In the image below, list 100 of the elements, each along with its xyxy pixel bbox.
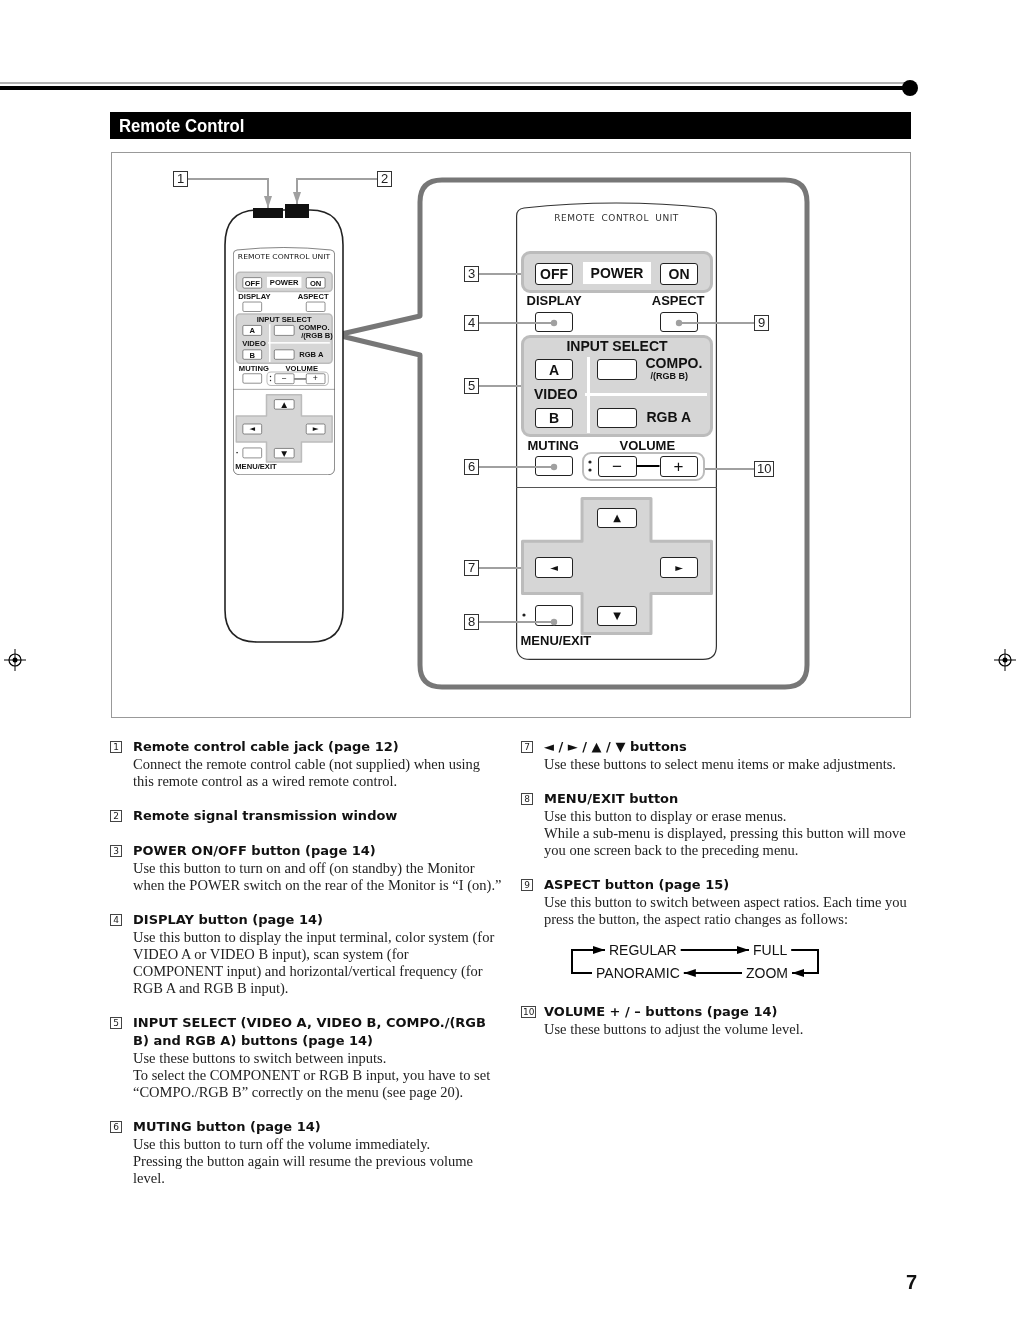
leader-arrow <box>293 178 378 205</box>
cycle-step: ZOOM <box>746 965 788 981</box>
direction-pad <box>521 497 713 635</box>
button-label: + <box>311 373 319 384</box>
button-label: − <box>611 456 623 476</box>
remote-button <box>535 557 573 578</box>
item-description: Connect the remote control cable (not supplied) when using this remote control as a wired remote control. <box>133 756 482 790</box>
item-heading: Remote signal transmission window <box>133 807 399 825</box>
item-description: Use this button to display the input terminal, color system (for VIDEO A or VIDEO B input), scan system (for COMPONENT input) and horizontal/vertical frequency (for RGB A and RGB B input). <box>133 929 496 997</box>
callout-number: 4 <box>464 315 479 331</box>
callout-number: 7 <box>464 560 479 576</box>
button-label: ► <box>674 560 684 575</box>
callout-number: 5 <box>110 1017 122 1029</box>
button-label: + <box>672 456 685 476</box>
item-description: Use these buttons to switch between inputs. <box>133 1050 388 1067</box>
button-panel <box>521 251 713 293</box>
callout-number: 8 <box>464 614 479 630</box>
callout-number: 1 <box>110 741 122 753</box>
leader-line <box>704 468 755 470</box>
button-label: B <box>547 409 561 427</box>
flow-arrow <box>571 946 606 974</box>
item-heading: ASPECT button (page 15) <box>544 876 731 894</box>
connector-line <box>635 465 661 467</box>
button-label: ON <box>667 265 691 284</box>
remote-button <box>659 455 698 477</box>
item-description: Pressing the button again will resume the previous volume level. <box>133 1153 474 1187</box>
button-label: ▼ <box>612 609 622 623</box>
button-label: POWER <box>583 262 651 284</box>
button-label: REMOTE CONTROL UNIT <box>553 214 680 224</box>
leader-line <box>478 319 558 327</box>
callout-number: 6 <box>110 1121 122 1133</box>
leader-line <box>478 273 522 275</box>
flow-arrow <box>790 949 819 977</box>
item-heading: VOLUME + / – buttons (page 14) <box>544 1003 779 1021</box>
button-label: VOLUME <box>619 438 676 453</box>
callout-number: 9 <box>521 879 533 891</box>
button-panel <box>521 335 713 437</box>
item-description: Use this button to turn on and off (on standby) the Monitor when the POWER switch on the rear of the Monitor is “I (on).” <box>133 860 502 894</box>
callout-number: 4 <box>110 914 122 926</box>
item-description: While a sub-menu is displayed, pressing this button will move you one screen back to the preceding menu. <box>544 825 907 859</box>
leader-line <box>675 319 755 327</box>
item-heading: MENU/EXIT button <box>544 790 680 808</box>
button-label: DISPLAY <box>526 293 582 308</box>
page-number: 7 <box>906 1271 918 1294</box>
leader-line <box>478 385 522 387</box>
callout-number: 1 <box>173 171 188 187</box>
item-heading: DISPLAY button (page 14) <box>133 911 324 929</box>
button-label: INPUT SELECT <box>565 339 669 355</box>
leader-arrow <box>187 178 272 209</box>
item-heading: ◄ / ► / ▲ / ▼ buttons <box>544 738 688 756</box>
button-label: RGB A <box>646 409 692 425</box>
callout-number: 10 <box>754 461 775 477</box>
leader-line <box>478 618 558 626</box>
signal-window <box>285 204 309 218</box>
remote-button <box>660 557 698 578</box>
item-description: Use these buttons to select menu items or make adjustments. <box>544 756 897 773</box>
cycle-step: REGULAR <box>609 942 677 958</box>
page-title: Remote Control <box>119 115 245 136</box>
button-label: VIDEO <box>534 387 578 403</box>
callout-number: 5 <box>464 378 479 394</box>
item-description: To select the COMPONENT or RGB B input, you have to set “COMPO./RGB B” correctly on the menu (see page 20). <box>133 1067 492 1101</box>
remote-button <box>535 359 573 380</box>
button-label: MUTING <box>527 438 579 453</box>
item-heading: INPUT SELECT (VIDEO A, VIDEO B, COMPO./(RGB B) and RGB A) buttons (page 14) <box>133 1014 487 1050</box>
button-label: ▲ <box>612 511 622 525</box>
button-label: COMPO. <box>645 355 703 371</box>
remote-button <box>597 455 637 477</box>
callout-number: 3 <box>110 845 122 857</box>
button-label: − <box>280 373 288 384</box>
remote-button <box>660 263 698 285</box>
button-label: ◄ <box>549 560 559 575</box>
flow-arrow <box>682 969 743 977</box>
item-heading: POWER ON/OFF button (page 14) <box>133 842 377 860</box>
button-label: /(RGB B) <box>650 371 688 382</box>
button-label: OFF <box>539 265 569 284</box>
button-label: ASPECT <box>650 293 705 308</box>
item-description: Use these buttons to adjust the volume level. <box>544 1021 805 1038</box>
item-description: Use this button to turn off the volume immediately. <box>133 1136 432 1153</box>
item-heading: Remote control cable jack (page 12) <box>133 738 400 756</box>
callout-number: 9 <box>754 315 769 331</box>
leader-line <box>478 463 558 471</box>
leader-line <box>478 567 522 569</box>
remote-button <box>535 408 573 428</box>
callout-number: 6 <box>464 459 479 475</box>
remote-face <box>516 200 717 660</box>
button-label: MENU/EXIT <box>520 633 592 648</box>
cable-jack <box>253 208 283 218</box>
item-description: Use this button to switch between aspect ratios. Each time you press the button, the aspect ratio changes as follows: <box>544 894 908 928</box>
callout-number: 7 <box>521 741 533 753</box>
remote-button <box>597 508 637 528</box>
callout-number: 8 <box>521 793 533 805</box>
callout-number: 2 <box>377 171 392 187</box>
remote-button <box>597 606 637 626</box>
callout-number: 3 <box>464 266 479 282</box>
item-heading: MUTING button (page 14) <box>133 1118 322 1136</box>
cycle-step: FULL <box>753 942 788 958</box>
callout-number: 10 <box>521 1006 537 1018</box>
callout-number: 2 <box>110 810 122 822</box>
flow-arrow <box>679 946 750 954</box>
button-label: A <box>547 360 561 379</box>
